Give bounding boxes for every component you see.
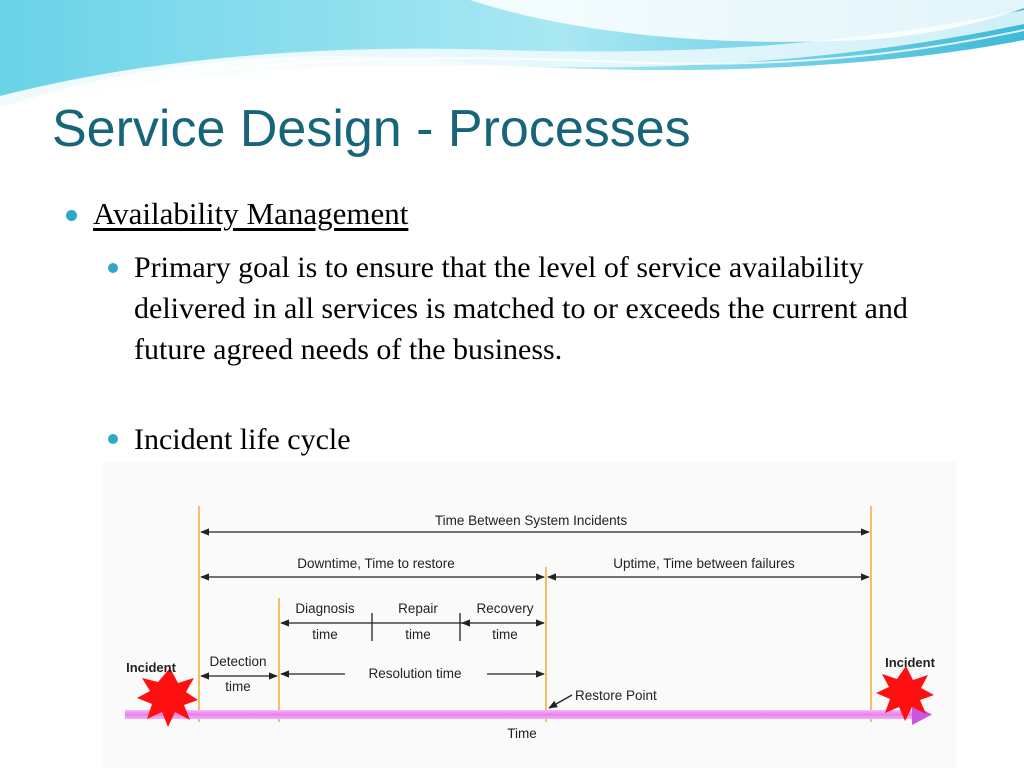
bullet-availability-management: Availability Management xyxy=(93,196,409,231)
timeline-bar xyxy=(125,710,915,719)
label-repair: Repair xyxy=(398,601,438,616)
label-incident-left: Incident xyxy=(126,660,177,675)
slide-title: Service Design - Processes xyxy=(52,100,691,158)
bullet-dot-icon xyxy=(108,263,118,273)
label-detection-time: time xyxy=(225,679,251,694)
label-detection: Detection xyxy=(209,654,266,669)
label-uptime: Uptime, Time between failures xyxy=(613,556,795,571)
bullet-dot-icon xyxy=(66,210,77,221)
sub-bullet-primary-goal: Primary goal is to ensure that the level… xyxy=(134,251,908,366)
incident-burst-left-icon xyxy=(137,668,198,727)
restore-point-pointer xyxy=(548,694,573,709)
label-time-between-incidents: Time Between System Incidents xyxy=(435,513,628,528)
label-restore-point: Restore Point xyxy=(575,688,657,703)
label-diagnosis-time: time xyxy=(312,627,338,642)
label-resolution: Resolution time xyxy=(368,666,461,681)
label-time-axis: Time xyxy=(507,726,537,741)
bullet-dot-icon xyxy=(108,434,118,444)
label-downtime: Downtime, Time to restore xyxy=(297,556,455,571)
label-recovery: Recovery xyxy=(476,601,533,616)
header-swoosh-decoration xyxy=(0,0,1024,112)
label-incident-right: Incident xyxy=(885,655,936,670)
label-repair-time: time xyxy=(405,627,431,642)
label-diagnosis: Diagnosis xyxy=(295,601,355,616)
incident-burst-right-icon xyxy=(876,666,934,721)
sub-bullet-incident-life-cycle: Incident life cycle xyxy=(134,423,351,456)
label-recovery-time: time xyxy=(492,627,518,642)
